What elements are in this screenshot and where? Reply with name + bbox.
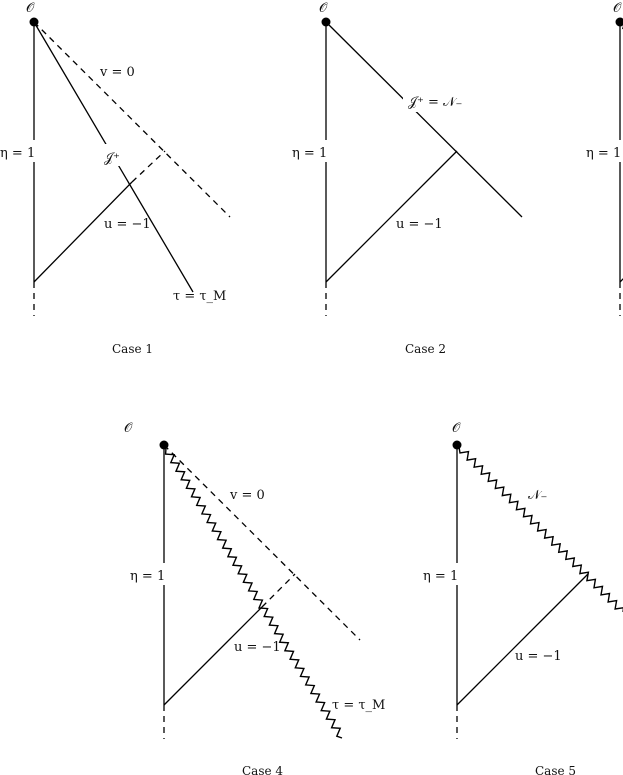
case-5-singular-null-line (458, 446, 623, 612)
case-2-u-label: u = −1 (396, 217, 443, 232)
case-2-caption: Case 2 (405, 342, 446, 356)
case-2-eta-gap (316, 140, 336, 162)
case-3-diagram-partial: 𝒪 η = 1 (586, 1, 623, 316)
case-4-u-label: u = −1 (234, 640, 281, 655)
case-1-diagram: 𝒪 v = 0 𝒥⁺ η = 1 u = −1 τ = τ_M Case 1 (0, 1, 231, 356)
case-5-eta-gap (447, 563, 467, 585)
case-2-origin-label: 𝒪 (319, 1, 328, 16)
case-5-origin-point (452, 440, 462, 450)
case-4-caption: Case 4 (242, 764, 283, 775)
case-1-eta-label: η = 1 (0, 146, 35, 161)
case-5-u-label: u = −1 (515, 649, 562, 664)
case-5-u-line (456, 573, 589, 706)
case-4-v-label: v = 0 (229, 488, 265, 503)
case-1-u-line-extension (131, 150, 166, 183)
case-1-v-label: v = 0 (99, 65, 135, 80)
case-1-u-label: u = −1 (104, 217, 151, 232)
case-1-scri-label: 𝒥⁺ (104, 151, 120, 166)
case-1-eta-gap (24, 140, 44, 162)
case-1-origin-point (29, 17, 39, 27)
case-4-origin-point (159, 440, 169, 450)
case-2-u-line (325, 150, 458, 283)
case-1-scri-gap (98, 144, 128, 166)
case-5-eta-label: η = 1 (423, 569, 458, 584)
case-1-u-line (33, 181, 133, 283)
case-4-u-line (163, 606, 263, 706)
case-2-eta-label: η = 1 (292, 146, 327, 161)
case-4-diagram: 𝒪 v = 0 η = 1 u = −1 τ = τ_M Case 4 (124, 421, 385, 775)
case-3-eta-gap (610, 140, 623, 162)
case-1-origin-label: 𝒪 (26, 1, 35, 16)
case-2-origin-point (321, 17, 331, 27)
case-5-origin-label: 𝒪 (452, 421, 461, 436)
case-4-v0-line (163, 444, 361, 641)
case-2-diagram: 𝒪 𝒥⁺ = 𝒩₋ η = 1 u = −1 Case 2 (292, 1, 523, 356)
case-5-n-label: 𝒩₋ (528, 488, 547, 503)
case-4-u-line-extension (261, 573, 296, 608)
case-2-scri-gap (403, 88, 467, 112)
case-1-v0-line (33, 21, 231, 218)
case-3-u-line (619, 278, 623, 283)
case-4-eta-label: η = 1 (130, 569, 165, 584)
case-5-caption: Case 5 (535, 764, 576, 775)
case-2-scri-null-line (325, 21, 523, 218)
case-4-tau-label: τ = τ_M (332, 698, 385, 713)
case-2-scri-null-label: 𝒥⁺ = 𝒩₋ (408, 95, 462, 110)
case-4-singular-line (164, 447, 343, 739)
case-4-eta-gap (154, 563, 174, 585)
case-3-origin-label: 𝒪 (613, 1, 622, 16)
case-1-tau-label: τ = τ_M (173, 289, 226, 304)
case-4-origin-label: 𝒪 (124, 421, 133, 436)
case-1-caption: Case 1 (112, 342, 153, 356)
case-3-eta-label: η = 1 (586, 146, 621, 161)
case-5-diagram: 𝒪 𝒩₋ η = 1 u = −1 Case 5 (423, 421, 623, 775)
case-3-origin-point (615, 17, 623, 27)
